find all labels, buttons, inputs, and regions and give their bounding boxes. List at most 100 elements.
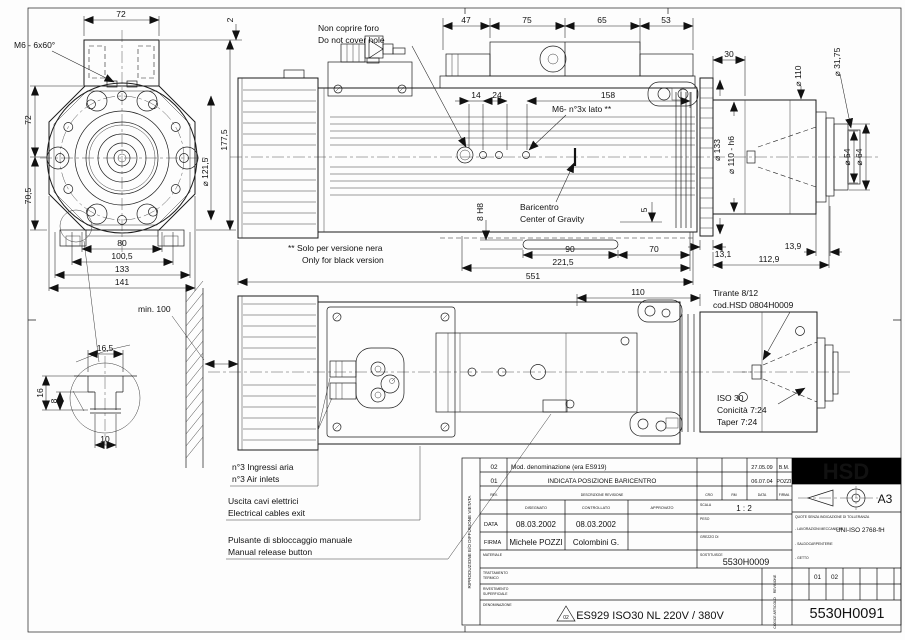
lbl-trattamento-1: TRATTAMENTO [483, 571, 508, 575]
lbl-peso: PESO [700, 517, 710, 521]
label-pulsante-en: Manual release button [228, 547, 312, 557]
lbl-data: DATA [484, 522, 498, 528]
end-view: 30 ⌀ 110 ⌀ 31,75 ⌀ 133 ⌀ 110 - h6 ⌀ 54 ⌀… [688, 47, 870, 269]
lbl-codice-articolo: CODICE ARTICOLO [773, 597, 777, 629]
hdr-firma: FIRMA [779, 493, 790, 497]
dim-551: 551 [526, 271, 540, 281]
detail-view: min. 100 16,5 10 16 8 [35, 280, 239, 468]
val-disegnato-date: 08.03.2002 [516, 520, 557, 529]
tirante-stud [751, 364, 762, 380]
dim-90: 90 [565, 244, 575, 254]
title-block: RIPRODUZIONE E/O DIFFUSIONE VIETATA 02 M… [461, 457, 902, 629]
note-tirante-2: cod.HSD 0804H0009 [713, 300, 794, 310]
clamp-latch-bottom-bottom [629, 411, 683, 437]
front-view: 72 2 72 70,5 177,5 ⌀ 121,5 80 100,5 133 … [14, 9, 242, 363]
lbl-trattamento-2: TERMICO [483, 576, 499, 580]
label-aria-en: n°3 Air inlets [232, 474, 279, 484]
lbl-sostituisce: SOSTITUISCE [700, 553, 723, 557]
dim-dia54: ⌀ 54 [842, 148, 852, 165]
val-sostituisce: 5530H0009 [723, 557, 770, 567]
rev-num-01: 01 [490, 478, 498, 485]
dim-dia110: ⌀ 110 [793, 65, 803, 86]
mount-holes [46, 90, 199, 225]
bolt-holes [55, 91, 189, 225]
label-baricentro-it: Baricentro [520, 202, 559, 212]
label-aria-it: n°3 Ingressi aria [232, 462, 294, 472]
dim-14: 14 [471, 90, 481, 100]
hdr-rev: REV. [490, 493, 498, 497]
label-pulsante-it: Pulsante di sbloccaggio manuale [228, 535, 353, 545]
label-cavi-it: Uscita cavi elettrici [228, 496, 298, 506]
rev-date-01: 06.07.04 [751, 479, 772, 485]
dim-158: 158 [601, 90, 615, 100]
dim-13-9: 13,9 [785, 241, 802, 251]
clamp-latch-bottom-top [637, 299, 683, 323]
rev-sig-01: POZZI [777, 479, 792, 485]
dim-24: 24 [492, 90, 502, 100]
rev-triangle-num: 02 [563, 615, 569, 621]
copyright-strip: RIPRODUZIONE E/O DIFFUSIONE VIETATA [467, 495, 472, 589]
side-view: 47 75 65 53 14 24 158 M6- n°3x lato ** N… [230, 15, 880, 286]
dim-dia110h6: ⌀ 110 - h6 [726, 136, 736, 174]
note-noncoprire-en: Do not cover hole [318, 35, 385, 45]
drawing-code: 5530H0091 [810, 606, 885, 622]
note-solo-nera-it: ** Solo per versione nera [288, 243, 383, 253]
rev-box-01: 01 [814, 574, 822, 581]
dim-30: 30 [724, 49, 734, 59]
rev-date-02: 27.05.09 [751, 465, 772, 471]
lbl-rivestimento-1: RIVESTIMENTO [483, 587, 509, 591]
dim-front-177-5: 177,5 [219, 129, 229, 151]
bottom-view: 110 Tirante 8/12 cod.HSD 0804H0009 ISO 3… [208, 287, 850, 560]
rev-desc-02: Mod. denominazione (era ES919) [511, 464, 607, 471]
tol-saldocarpenterie: - SALDOCARPENTERIE [795, 542, 833, 546]
dim-53: 53 [661, 15, 671, 25]
dim-front-dia121-5: ⌀ 121,5 [200, 157, 210, 186]
dim-front-141: 141 [115, 277, 129, 287]
top-accessory-block [439, 41, 696, 89]
dim-front-100-5: 100,5 [111, 251, 133, 261]
lbl-scala: SCALA [700, 503, 712, 507]
val-controllato-name: Colombini G. [573, 538, 619, 547]
rev-num-02: 02 [490, 464, 498, 471]
dim-110: 110 [631, 287, 645, 297]
dim-front-2: 2 [225, 17, 235, 22]
cable-exit-tab [542, 399, 568, 413]
label-m6-lato: M6- n°3x lato ** [552, 104, 612, 114]
rev-sig-02: B.M. [779, 465, 789, 471]
label-cavi-en: Electrical cables exit [228, 508, 306, 518]
dim-16-5: 16,5 [97, 343, 114, 353]
dim-front-70-5: 70,5 [23, 187, 33, 204]
rev-box-02: 02 [831, 574, 839, 581]
lbl-revisione: REVISIONE [773, 574, 777, 593]
label-m6-front: M6 - 6x60° [14, 40, 55, 50]
note-iso30-3: Taper 7:24 [717, 417, 757, 427]
val-controllato-date: 08.03.2002 [576, 520, 617, 529]
lbl-denominazione: DENOMINAZIONE [483, 603, 512, 607]
tol-title: QUOTE SENZA INDICAZIONE DI TOLLERANZA [795, 515, 870, 519]
dim-dia133: ⌀ 133 [712, 139, 722, 161]
hdr-rm: RM [731, 493, 736, 497]
dim-13-1: 13,1 [715, 249, 732, 259]
air-inlets-and-release [329, 347, 405, 409]
dim-8h8: 8 H8 [475, 203, 485, 221]
pull-stud-profile [746, 150, 756, 164]
dim-dia31-75: ⌀ 31,75 [832, 47, 842, 76]
air-fitting-elbow [340, 35, 406, 64]
projection-symbol-icon [798, 486, 878, 510]
lbl-rivestimento-2: SUPERFICIALE [483, 592, 508, 596]
denomination-text: ES929 ISO30 NL 220V / 380V [576, 610, 724, 622]
release-button [380, 374, 400, 394]
dim-221-5: 221,5 [552, 257, 574, 267]
note-solo-nera-en: Only for black version [302, 255, 384, 265]
tol-standard: UNI-ISO 2768-fH [836, 527, 885, 534]
dim-65: 65 [597, 15, 607, 25]
lbl-materiale: MATERIALE [483, 553, 503, 557]
dim-70: 70 [649, 244, 659, 254]
dim-front-72-top: 72 [116, 9, 126, 19]
label-baricentro-en: Center of Gravity [520, 214, 585, 224]
rev-triangle [556, 605, 576, 622]
tol-lavorazioni: - LAVORAZIONI MECCANICHE [795, 527, 844, 531]
detail-callout-circle [59, 209, 93, 243]
